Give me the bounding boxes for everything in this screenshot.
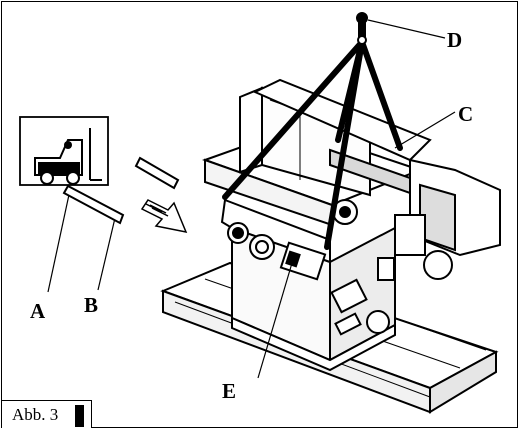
- figure-caption: Abb. 3: [2, 400, 92, 428]
- forks: [62, 156, 180, 225]
- leader-lines: [47, 19, 456, 379]
- arrow-direction-icon: [140, 199, 188, 234]
- lifting-straps: [222, 39, 403, 250]
- label-a: A: [30, 299, 46, 323]
- label-e: E: [222, 379, 237, 403]
- label-b: B: [84, 293, 99, 317]
- caption-text: Abb. 3: [12, 405, 59, 424]
- label-d: D: [447, 28, 463, 52]
- label-c: C: [458, 102, 474, 126]
- forklift-icon: [19, 116, 109, 186]
- lifting-hook: [356, 12, 368, 45]
- caption-bar: [75, 405, 84, 427]
